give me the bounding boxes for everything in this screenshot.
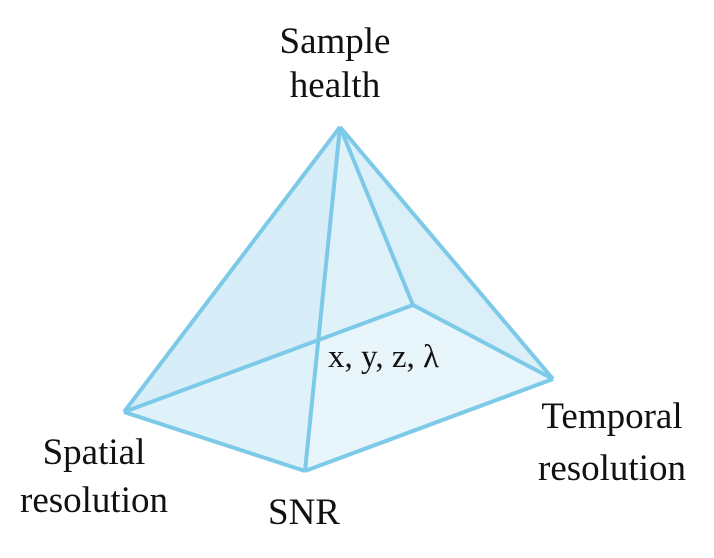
left-face bbox=[124, 127, 340, 471]
edge-right-back bbox=[412, 303, 554, 381]
left-label-line2: resolution bbox=[20, 480, 168, 521]
right-label-line2: resolution bbox=[538, 448, 686, 489]
left-label: Spatial resolution bbox=[0, 428, 188, 526]
back-left-face bbox=[124, 127, 413, 412]
base-face bbox=[124, 305, 553, 471]
left-label-line1: Spatial bbox=[42, 432, 146, 473]
edge-front-right bbox=[304, 377, 554, 473]
edge-apex-right bbox=[338, 125, 555, 381]
edge-apex-front bbox=[303, 126, 342, 472]
right-label: Temporal resolution bbox=[522, 392, 702, 494]
edge-apex-back bbox=[338, 126, 415, 306]
apex-label-line1: Sample bbox=[279, 21, 391, 62]
edge-apex-left bbox=[122, 125, 342, 414]
apex-label-line2: health bbox=[289, 65, 381, 106]
edge-back-left bbox=[123, 303, 414, 414]
front-label: SNR bbox=[268, 492, 340, 533]
right-face bbox=[305, 127, 553, 471]
apex-label: Sample health bbox=[240, 17, 430, 111]
base-label: x, y, z, λ bbox=[328, 339, 440, 375]
right-label-line1: Temporal bbox=[541, 396, 683, 437]
edge-left-front bbox=[123, 410, 306, 473]
